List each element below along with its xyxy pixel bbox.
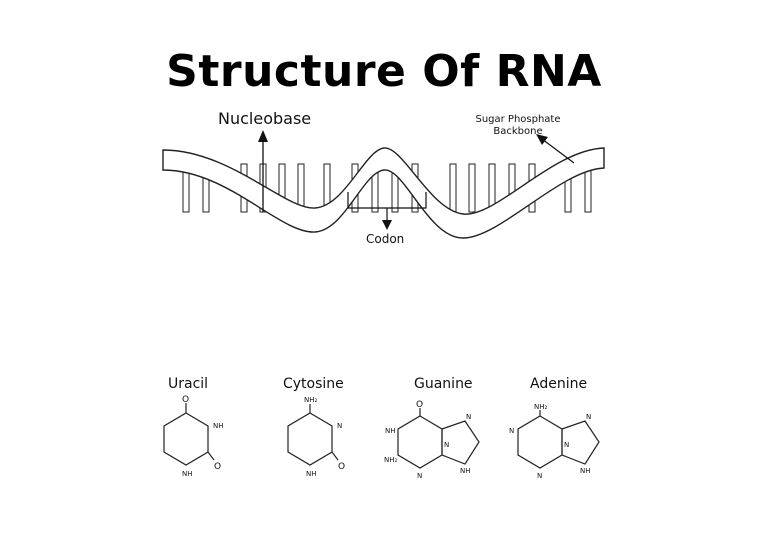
adenine-atom-3: N xyxy=(537,472,542,480)
nucleobase-bar xyxy=(468,163,476,213)
guanine-atom-6: NH xyxy=(460,467,471,475)
cytosine-bond-right xyxy=(331,451,339,461)
guanine-atom-7: N xyxy=(444,441,449,449)
uracil-atom-1: O xyxy=(182,395,189,405)
cytosine-name: Cytosine xyxy=(283,376,344,392)
sugar-phosphate-label-line2: Backbone xyxy=(493,126,543,137)
backbone-arrow xyxy=(541,138,575,164)
uracil-atom-3: O xyxy=(214,462,221,472)
uracil-atom-2: NH xyxy=(213,422,224,430)
cytosine-atom-2: N xyxy=(337,422,342,430)
cytosine-ring xyxy=(287,412,333,466)
guanine-atom-1: O xyxy=(416,400,423,410)
sugar-phosphate-label-line1: Sugar Phosphate xyxy=(475,114,561,125)
guanine-five-ring xyxy=(441,420,480,465)
page-title: Structure Of RNA xyxy=(166,46,602,97)
cytosine-atom-1: NH₂ xyxy=(304,396,318,404)
guanine-atom-2: NH xyxy=(385,427,396,435)
nucleobase-arrowhead xyxy=(258,130,268,142)
guanine-atom-4: N xyxy=(417,472,422,480)
uracil-bond-o-right xyxy=(207,451,215,461)
backbone-arrowhead xyxy=(536,134,548,145)
sugar-phosphate-label: Sugar Phosphate Backbone xyxy=(472,114,564,138)
guanine-six-ring xyxy=(397,415,443,469)
adenine-name: Adenine xyxy=(530,376,588,392)
adenine-atom-1: NH₂ xyxy=(534,403,548,411)
uracil-name: Uracil xyxy=(168,376,209,392)
adenine-atom-5: N xyxy=(564,441,569,449)
sugar-phosphate-backbone xyxy=(162,147,605,239)
cytosine-atom-3: O xyxy=(338,462,345,472)
cytosine-atom-4: NH xyxy=(306,470,317,478)
adenine-atom-6: NH xyxy=(580,467,591,475)
guanine-atom-5: N xyxy=(466,413,471,421)
guanine-name: Guanine xyxy=(414,376,473,392)
adenine-five-ring xyxy=(561,420,600,465)
codon-arrowhead xyxy=(382,220,392,230)
adenine-atom-4: N xyxy=(586,413,591,421)
adenine-atom-2: N xyxy=(509,427,514,435)
uracil-ring xyxy=(163,412,209,466)
guanine-atom-3: NH₂ xyxy=(384,456,398,464)
uracil-atom-4: NH xyxy=(182,470,193,478)
nucleobase-label: Nucleobase xyxy=(218,109,312,128)
adenine-six-ring xyxy=(517,415,563,469)
codon-label: Codon xyxy=(366,232,405,246)
